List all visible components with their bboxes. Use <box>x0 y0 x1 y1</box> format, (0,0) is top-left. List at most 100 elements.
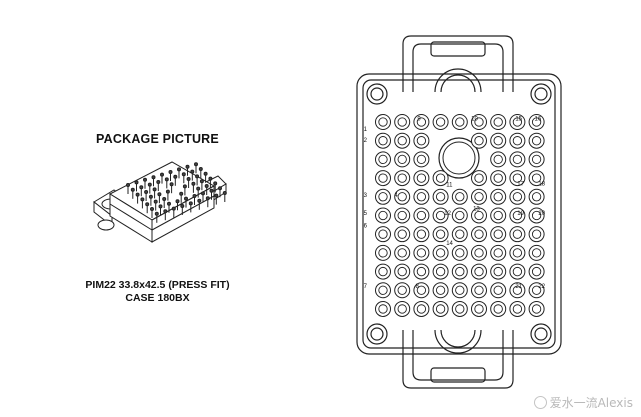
pin-hole <box>451 244 468 261</box>
pin-hole-inner <box>512 248 523 258</box>
pin-hole-inner <box>378 266 388 277</box>
pin-number-label: 17 <box>517 182 524 188</box>
package-pin-tip <box>152 187 157 192</box>
pin-hole-inner <box>378 192 388 202</box>
pin-hole <box>375 151 391 168</box>
pin-hole <box>471 226 487 243</box>
pin-hole-inner <box>512 304 523 314</box>
pin-hole-inner <box>397 210 407 221</box>
pin-hole-inner <box>493 248 503 258</box>
pin-hole <box>471 263 487 280</box>
pin-hole <box>490 151 507 168</box>
pin-number-label: 15 <box>515 117 522 123</box>
pin-hole-inner <box>531 192 542 202</box>
pin-hole-inner <box>531 285 542 295</box>
pin-hole-inner <box>531 229 542 239</box>
pin-hole-inner <box>493 304 503 314</box>
pin-hole <box>471 188 487 205</box>
pin-hole <box>509 207 526 224</box>
pin-hole <box>509 188 526 205</box>
pin-hole-inner <box>455 210 465 221</box>
pin-hole <box>394 244 411 261</box>
pin-hole-inner <box>493 192 503 202</box>
pin-hole-inner <box>474 285 484 295</box>
package-pin-tip <box>180 204 185 208</box>
pin-hole <box>413 244 430 261</box>
pin-hole <box>509 114 526 130</box>
package-pin-tip <box>194 162 198 167</box>
pin-hole-inner <box>512 210 523 221</box>
pin-hole-inner <box>531 173 542 183</box>
pin-hole-inner <box>378 248 388 258</box>
pin-hole <box>394 188 411 205</box>
pin-number-label: 9 <box>417 117 421 123</box>
pin-hole-inner <box>378 117 388 127</box>
pin-hole <box>432 282 449 299</box>
pin-hole-inner <box>493 154 503 165</box>
pin-hole-inner <box>416 266 427 277</box>
pin-hole <box>451 282 468 299</box>
pin-number-label: 2 <box>364 138 368 144</box>
package-pin-tip <box>195 174 200 179</box>
pin-hole-inner <box>455 304 465 314</box>
pin-hole <box>490 263 507 280</box>
pin-hole-inner <box>397 229 407 239</box>
pin-hole <box>413 170 430 187</box>
pin-hole <box>471 282 487 299</box>
pin-hole-inner <box>435 192 446 202</box>
pin-hole-inner <box>416 173 427 183</box>
pin-hole <box>394 207 411 224</box>
pin-hole <box>394 226 411 243</box>
pin-hole <box>432 188 449 205</box>
pin-hole <box>432 170 449 187</box>
pin-number-label: 8 <box>415 284 419 290</box>
package-pin-tip <box>151 175 156 180</box>
pin-hole-inner <box>531 117 542 127</box>
pin-hole-inner <box>397 266 407 277</box>
pin-hole-inner <box>474 304 484 314</box>
package-pin-tip <box>148 194 153 199</box>
pin-hole <box>394 132 411 149</box>
pin-hole <box>509 151 526 168</box>
pin-hole-inner <box>493 229 503 239</box>
pin-hole <box>471 114 487 130</box>
pin-hole-inner <box>378 210 388 221</box>
pin-hole-inner <box>531 304 542 314</box>
pin-hole <box>413 300 430 317</box>
package-pin-tip <box>190 169 195 174</box>
pin-hole <box>394 114 411 130</box>
pin-hole-inner <box>397 304 407 314</box>
pin-hole <box>528 300 545 317</box>
pin-hole <box>509 132 526 149</box>
pin-hole <box>394 151 411 168</box>
pin-number-label: 19 <box>517 211 524 217</box>
pin-number-label: 22 <box>538 284 545 290</box>
package-pin-tip <box>153 199 158 204</box>
package-pin-tip <box>140 197 145 202</box>
package-pin-tip <box>191 181 196 186</box>
pin-hole-inner <box>531 266 542 277</box>
package-pin-tip <box>188 201 193 206</box>
case-number: CASE 180BX <box>125 292 190 304</box>
pin-hole-inner <box>435 248 446 258</box>
pin-hole <box>394 170 411 187</box>
pin-hole <box>432 263 449 280</box>
pin-hole <box>509 263 526 280</box>
pin-hole-inner <box>512 285 523 295</box>
package-pin-tip <box>198 167 203 171</box>
pin-hole <box>432 207 449 224</box>
pin-hole <box>490 170 507 187</box>
pin-hole <box>432 226 449 243</box>
pin-hole-inner <box>416 248 427 258</box>
package-pin-tip <box>197 198 202 203</box>
package-pin-tip <box>179 191 184 196</box>
pin-hole <box>432 300 449 317</box>
pin-hole-inner <box>416 154 427 165</box>
pin-hole-inner <box>416 117 427 127</box>
pin-hole-inner <box>416 210 427 221</box>
pin-hole-inner <box>416 304 427 314</box>
pin-hole <box>394 300 411 317</box>
pin-hole-inner <box>474 210 484 221</box>
pin-number-label: 10 <box>471 117 478 123</box>
